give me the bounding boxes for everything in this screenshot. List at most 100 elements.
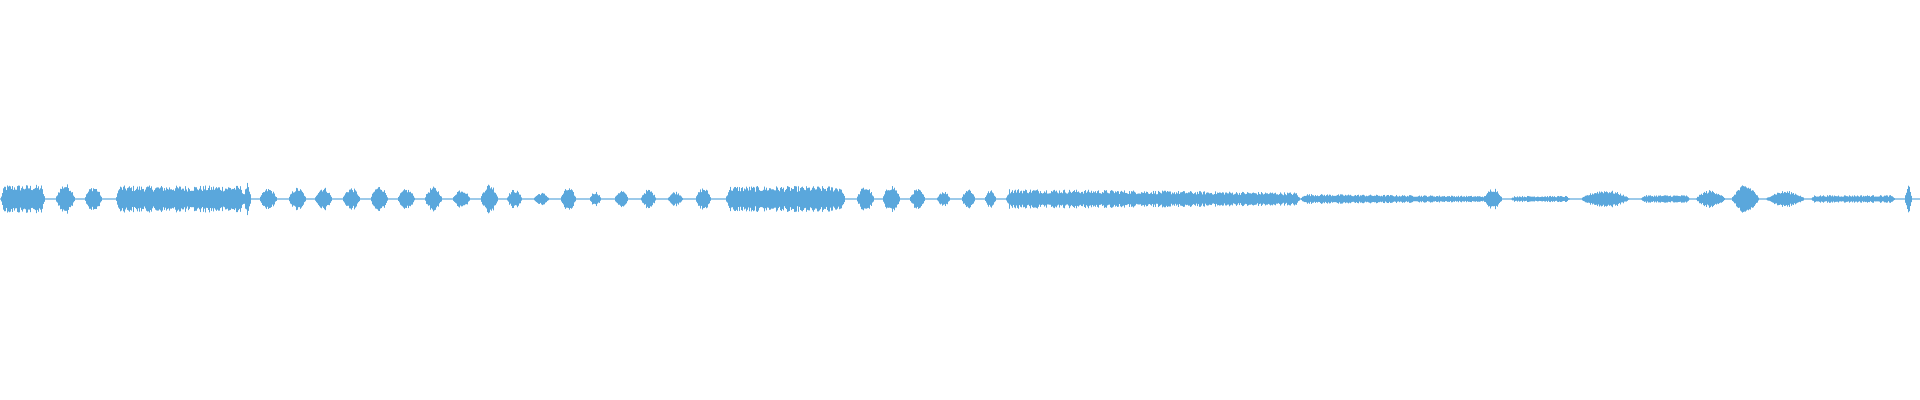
waveform-bar — [554, 198, 555, 200]
waveform-bar — [1581, 198, 1582, 200]
waveform-bar — [558, 198, 559, 200]
waveform-bar — [1540, 196, 1541, 202]
waveform-bar — [700, 189, 701, 209]
waveform-bar — [878, 198, 879, 200]
waveform-bar — [1864, 196, 1865, 202]
waveform-bar — [1142, 192, 1143, 206]
waveform-bar — [759, 190, 760, 208]
waveform-bar — [897, 193, 898, 205]
waveform-bar — [584, 198, 585, 200]
waveform-bar — [1510, 198, 1511, 200]
waveform-bar — [1585, 195, 1586, 203]
waveform-bar — [1434, 196, 1435, 202]
waveform-bar — [1235, 193, 1236, 205]
waveform-bar — [1022, 193, 1023, 205]
waveform-bar — [1756, 195, 1757, 203]
waveform-bar — [965, 192, 966, 206]
waveform-bar — [628, 198, 629, 200]
waveform-bar — [367, 198, 368, 200]
waveform-bar — [379, 187, 380, 211]
waveform-bar — [1203, 191, 1204, 207]
waveform-bar — [237, 185, 238, 213]
waveform-bar — [1664, 195, 1665, 203]
waveform-bar — [1725, 198, 1726, 200]
waveform-bar — [105, 198, 106, 200]
waveform-bar — [146, 187, 147, 211]
waveform-bar — [1139, 193, 1140, 205]
waveform-bar — [339, 198, 340, 200]
waveform-bar — [1629, 198, 1630, 200]
waveform-bar — [381, 189, 382, 209]
waveform-bar — [512, 189, 513, 209]
waveform-bar — [1205, 194, 1206, 204]
waveform-bar — [505, 198, 506, 200]
waveform-bar — [1269, 193, 1270, 205]
waveform-bar — [546, 195, 547, 203]
waveform-bar — [1882, 196, 1883, 202]
waveform-bar — [1836, 196, 1837, 202]
waveform-bar — [550, 198, 551, 200]
waveform-bar — [296, 187, 297, 211]
waveform-bar — [774, 190, 775, 208]
waveform-bar — [1460, 196, 1461, 202]
waveform-bar — [1775, 194, 1776, 204]
waveform-bar — [603, 198, 604, 200]
waveform-bar — [535, 196, 536, 202]
waveform-bar — [646, 189, 647, 209]
waveform-bar — [239, 189, 240, 209]
waveform-bar — [67, 184, 68, 214]
waveform-bar — [1199, 191, 1200, 207]
waveform-bar — [308, 198, 309, 200]
waveform-bar — [321, 189, 322, 209]
waveform-bar — [396, 198, 397, 200]
waveform-bar — [1761, 198, 1762, 200]
waveform-bar — [661, 198, 662, 200]
waveform-bar — [1085, 190, 1086, 208]
waveform-bar — [1828, 196, 1829, 202]
waveform-bar — [901, 198, 902, 200]
waveform-bar — [869, 189, 870, 209]
waveform-bar — [667, 198, 668, 200]
waveform-bar — [1342, 194, 1343, 204]
waveform-bar — [717, 198, 718, 200]
waveform-bar — [653, 195, 654, 203]
waveform-bar — [1422, 196, 1423, 202]
waveform-bar — [996, 198, 997, 200]
waveform-bar — [1007, 195, 1008, 203]
waveform-bar — [1655, 196, 1656, 202]
waveform-bar — [1202, 194, 1203, 204]
waveform-bar — [48, 198, 49, 200]
waveform-bar — [1747, 188, 1748, 210]
waveform-bar — [1361, 195, 1362, 203]
waveform-bar — [1025, 189, 1026, 209]
waveform-bar — [191, 190, 192, 208]
waveform-bar — [1031, 192, 1032, 206]
waveform-bar — [341, 198, 342, 200]
waveform-bar — [1904, 198, 1905, 200]
waveform-bar — [1341, 194, 1342, 204]
waveform-bar — [1264, 193, 1265, 205]
waveform-bar — [882, 198, 883, 200]
waveform-bar — [1181, 192, 1182, 206]
waveform-bar — [1650, 195, 1651, 203]
waveform-bar — [1681, 195, 1682, 203]
waveform-bar — [1134, 191, 1135, 207]
waveform-bar — [513, 190, 514, 208]
waveform-bar — [1796, 194, 1797, 204]
waveform-bar — [178, 188, 179, 210]
waveform-bar — [1743, 186, 1744, 212]
waveform-bar — [1252, 192, 1253, 206]
waveform-bar — [1803, 197, 1804, 201]
waveform-bar — [1223, 192, 1224, 206]
waveform-bar — [247, 182, 248, 216]
waveform-bar — [1789, 191, 1790, 207]
waveform-bar — [895, 190, 896, 208]
waveform-bar — [742, 187, 743, 211]
waveform-bar — [1707, 193, 1708, 205]
waveform-bar — [1060, 192, 1061, 206]
waveform-bar — [1315, 195, 1316, 203]
waveform-bar — [287, 198, 288, 200]
waveform-bar — [1557, 196, 1558, 202]
waveform-bar — [686, 198, 687, 200]
